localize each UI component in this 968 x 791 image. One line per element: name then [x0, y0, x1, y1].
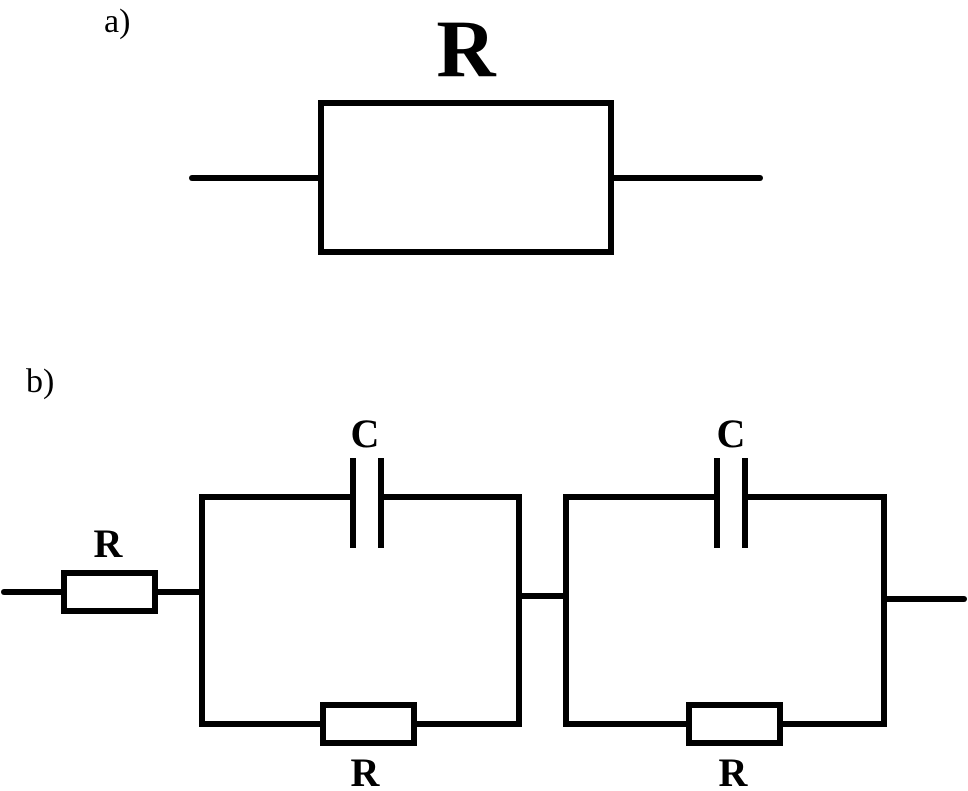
block2-capacitor-label: C [717, 411, 746, 456]
panel-a-resistor-label: R [436, 3, 496, 94]
block2-resistor-body [686, 702, 783, 746]
panel-b: b) R C R C R [1, 363, 967, 791]
series-resistor-body [61, 570, 158, 614]
series-resistor: R [1, 521, 205, 614]
block1-resistor-body [320, 702, 417, 746]
block2-right-frame [742, 494, 887, 727]
panel-b-label: b) [26, 363, 54, 400]
block1-capacitor-label: C [351, 411, 380, 456]
panel-a-resistor [189, 100, 763, 255]
block2-left-frame [563, 494, 720, 727]
panel-a-label: a) [104, 3, 130, 40]
rc-block-2: C R [563, 411, 887, 791]
block1-right-frame [378, 494, 522, 727]
panel-a-resistor-body [318, 100, 614, 255]
block1-resistor-label: R [351, 750, 381, 791]
panel-a: a) R [104, 3, 763, 255]
block2-resistor-label: R [719, 750, 749, 791]
rc-block-1: C R [199, 411, 522, 791]
series-resistor-label: R [94, 521, 124, 566]
block1-left-frame [199, 494, 356, 727]
